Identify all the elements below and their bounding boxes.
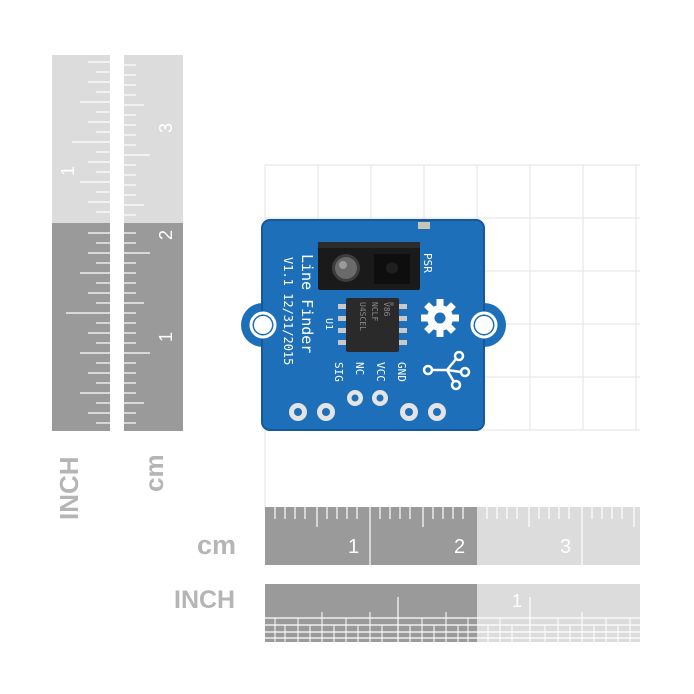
svg-text:V86: V86 bbox=[382, 302, 391, 317]
board-version: V1.1 12/31/2015 bbox=[281, 257, 295, 365]
bottom-cm-ruler: 1 2 3 cm bbox=[197, 507, 640, 565]
ir-reflective-sensor bbox=[318, 242, 420, 290]
line-finder-board: U4SCEL NCLF V86 Line Finder V1.1 12/31/2… bbox=[241, 219, 506, 431]
bottom-cm-tick-2: 2 bbox=[454, 536, 465, 558]
chip-u1: U4SCEL NCLF V86 bbox=[338, 298, 407, 352]
pin-label-sig: SIG bbox=[332, 362, 345, 382]
svg-text:U4SCEL: U4SCEL bbox=[358, 302, 367, 331]
bottom-cm-unit-label: cm bbox=[197, 530, 236, 560]
mounting-hole-right bbox=[470, 311, 498, 339]
sensor-label-psr: PSR bbox=[421, 253, 434, 273]
pin-label-vcc: VCC bbox=[374, 362, 387, 382]
left-cm-tick-3: 3 bbox=[156, 123, 176, 133]
bottom-inch-ruler: 1 INCH bbox=[174, 584, 640, 642]
mounting-hole-left bbox=[249, 311, 277, 339]
svg-text:NCLF: NCLF bbox=[370, 302, 379, 321]
left-inch-tick-1: 1 bbox=[58, 166, 78, 176]
pin-label-nc: NC bbox=[353, 362, 366, 375]
left-inch-unit-label: INCH bbox=[54, 456, 84, 520]
bottom-inch-unit-label: INCH bbox=[174, 586, 235, 614]
bottom-cm-tick-1: 1 bbox=[348, 536, 359, 558]
grove-network-icon bbox=[422, 350, 471, 391]
left-cm-unit-label: cm bbox=[139, 454, 169, 492]
left-inch-ruler: 1 INCH bbox=[52, 55, 110, 520]
gear-icon bbox=[421, 299, 459, 337]
board-ref-u1: U1 bbox=[323, 318, 334, 330]
left-cm-ruler: 3 2 1 cm bbox=[124, 55, 183, 492]
board-title: Line Finder bbox=[298, 254, 316, 353]
connector-pads bbox=[289, 390, 446, 421]
bottom-cm-tick-3: 3 bbox=[560, 536, 571, 558]
left-cm-tick-2: 2 bbox=[156, 230, 176, 240]
pin-label-gnd: GND bbox=[395, 362, 408, 382]
left-cm-tick-1: 1 bbox=[156, 332, 176, 342]
bottom-inch-tick-1: 1 bbox=[512, 591, 522, 611]
